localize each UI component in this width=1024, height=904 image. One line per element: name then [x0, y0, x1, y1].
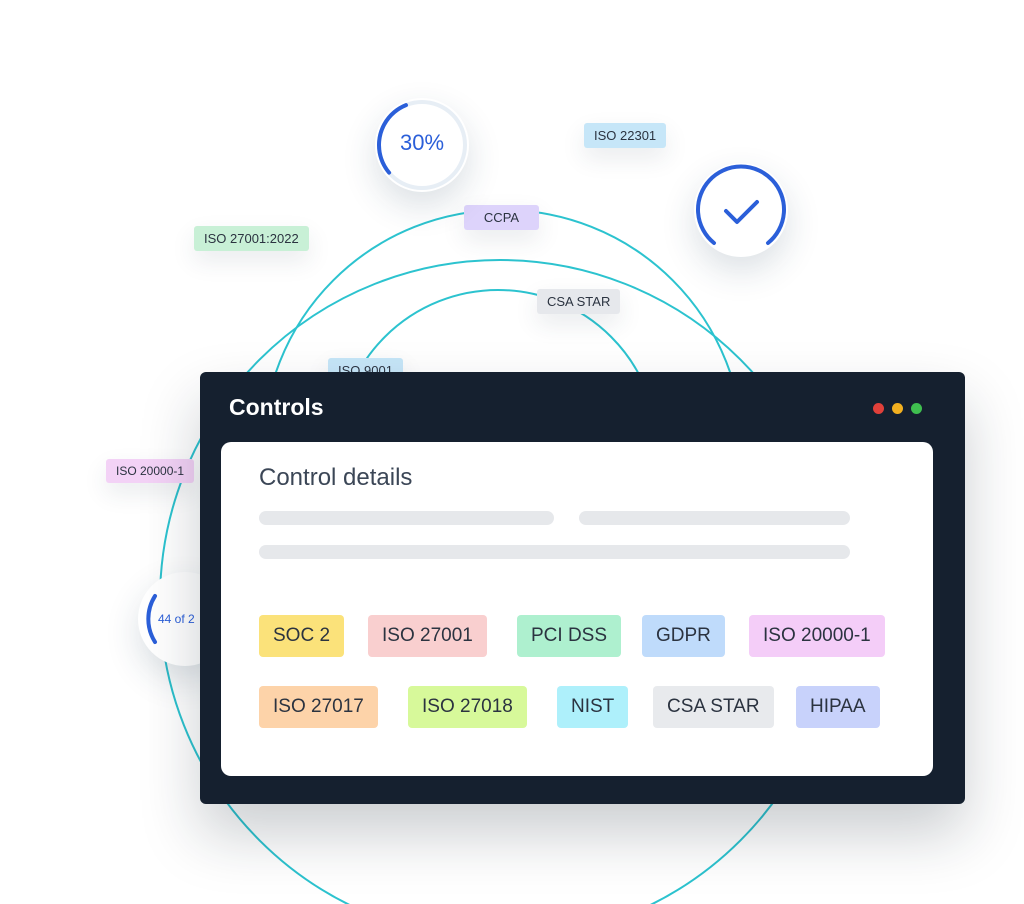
- framework-tag[interactable]: ISO 20000-1: [749, 615, 885, 657]
- framework-tag[interactable]: CSA STAR: [653, 686, 774, 728]
- skeleton-line: [579, 511, 850, 525]
- controls-window: Controls Control details SOC 2 ISO 27001 P…: [200, 372, 965, 804]
- skeleton-line: [259, 545, 850, 559]
- framework-tag[interactable]: NIST: [557, 686, 629, 728]
- framework-tag[interactable]: ISO 27017: [259, 686, 378, 728]
- framework-tag[interactable]: ISO 27018: [408, 686, 527, 728]
- skeleton-line: [259, 511, 554, 525]
- count-label: 44 of 2: [158, 612, 195, 626]
- progress-percent: 30%: [399, 130, 445, 155]
- chip-iso-27001-2022: ISO 27001:2022: [194, 226, 309, 251]
- chip-iso-20000-1: ISO 20000-1: [106, 459, 195, 483]
- progress-ring-arc: [377, 100, 467, 191]
- maximize-dot[interactable]: [911, 403, 922, 414]
- framework-tag[interactable]: ISO 27001: [368, 615, 487, 657]
- check-icon: [696, 164, 786, 245]
- control-details-panel: Control details SOC 2 ISO 27001 PCI DSS GDP…: [221, 442, 933, 776]
- count-ring-arc: [146, 594, 157, 644]
- close-dot[interactable]: [873, 403, 884, 414]
- framework-tag[interactable]: SOC 2: [259, 615, 345, 657]
- chip-iso-22301: ISO 22301: [584, 123, 667, 148]
- panel-title: Control details: [259, 464, 413, 491]
- window-title: Controls: [229, 394, 324, 420]
- chip-ccpa: CCPA: [464, 205, 539, 230]
- progress-ring: 30%: [375, 98, 469, 192]
- framework-tag[interactable]: GDPR: [642, 615, 725, 657]
- framework-tag[interactable]: PCI DSS: [517, 615, 622, 657]
- framework-tag[interactable]: HIPAA: [796, 686, 880, 728]
- check-ring: [694, 163, 788, 257]
- minimize-dot[interactable]: [892, 403, 903, 414]
- chip-csa-star: CSA STAR: [537, 289, 621, 314]
